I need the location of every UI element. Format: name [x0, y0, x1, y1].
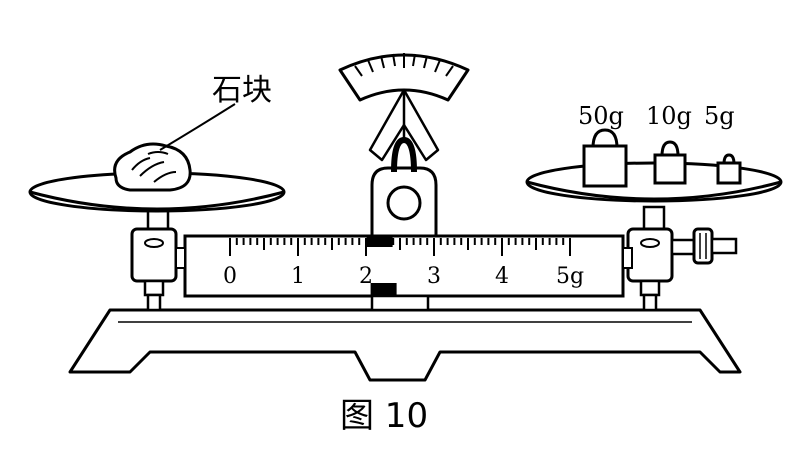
- weight-label-10g: 10g: [646, 102, 692, 130]
- weight-50g: [582, 128, 628, 188]
- weight-label-50g: 50g: [578, 102, 624, 130]
- weight-5g: [716, 153, 742, 185]
- ruler-tick-label: 5g: [556, 264, 584, 289]
- ruler-labels: 0 1 2 3 4 5g: [223, 264, 584, 289]
- center-post: [370, 294, 430, 312]
- dial-ticks: [354, 53, 454, 77]
- right-support: [622, 205, 674, 312]
- balance-base: [68, 308, 742, 382]
- left-support: [130, 205, 186, 312]
- ruler-tick-label: 2: [359, 264, 373, 289]
- rider: [366, 236, 397, 296]
- stone-label: 石块: [212, 73, 272, 108]
- ruler-ticks: [229, 238, 571, 256]
- right-pan-rim: [526, 180, 782, 201]
- pivot-knob: [386, 185, 422, 221]
- stone-detail: [131, 151, 177, 183]
- index-dial: [338, 53, 470, 102]
- ruler-tick-label: 4: [495, 264, 509, 289]
- weight-label-5g: 5g: [704, 102, 735, 130]
- ruler-tick-label: 1: [291, 264, 305, 289]
- weight-10g: [653, 140, 687, 185]
- ruler-tick-label: 3: [427, 264, 441, 289]
- balance-nut: [670, 227, 738, 265]
- ruler-tick-label: 0: [223, 264, 237, 289]
- figure-caption: 图 10: [340, 396, 428, 436]
- left-pan-rim: [29, 190, 285, 211]
- stone-leader-line: [159, 103, 236, 151]
